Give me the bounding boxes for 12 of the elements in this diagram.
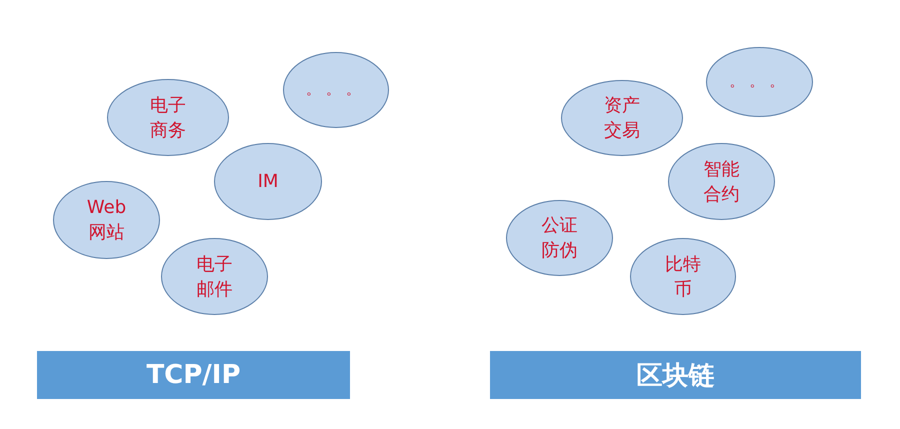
ellipse-label: 。。。 [706,47,813,117]
ellipse-label: 比特币 [630,238,736,315]
ellipse-label: 电子邮件 [161,238,268,315]
ellipse-label: 公证防伪 [506,200,613,276]
ellipse-label: 电子商务 [107,79,229,156]
layer-bar: 区块链 [490,351,861,399]
ellipse-label: Web网站 [53,181,160,259]
ellipse-label: IM [214,143,322,220]
ellipse-label: 智能合约 [668,143,775,220]
ellipse-label: 。。。 [283,52,389,128]
ellipse-label: 资产交易 [561,80,683,156]
layer-bar: TCP/IP [37,351,350,399]
